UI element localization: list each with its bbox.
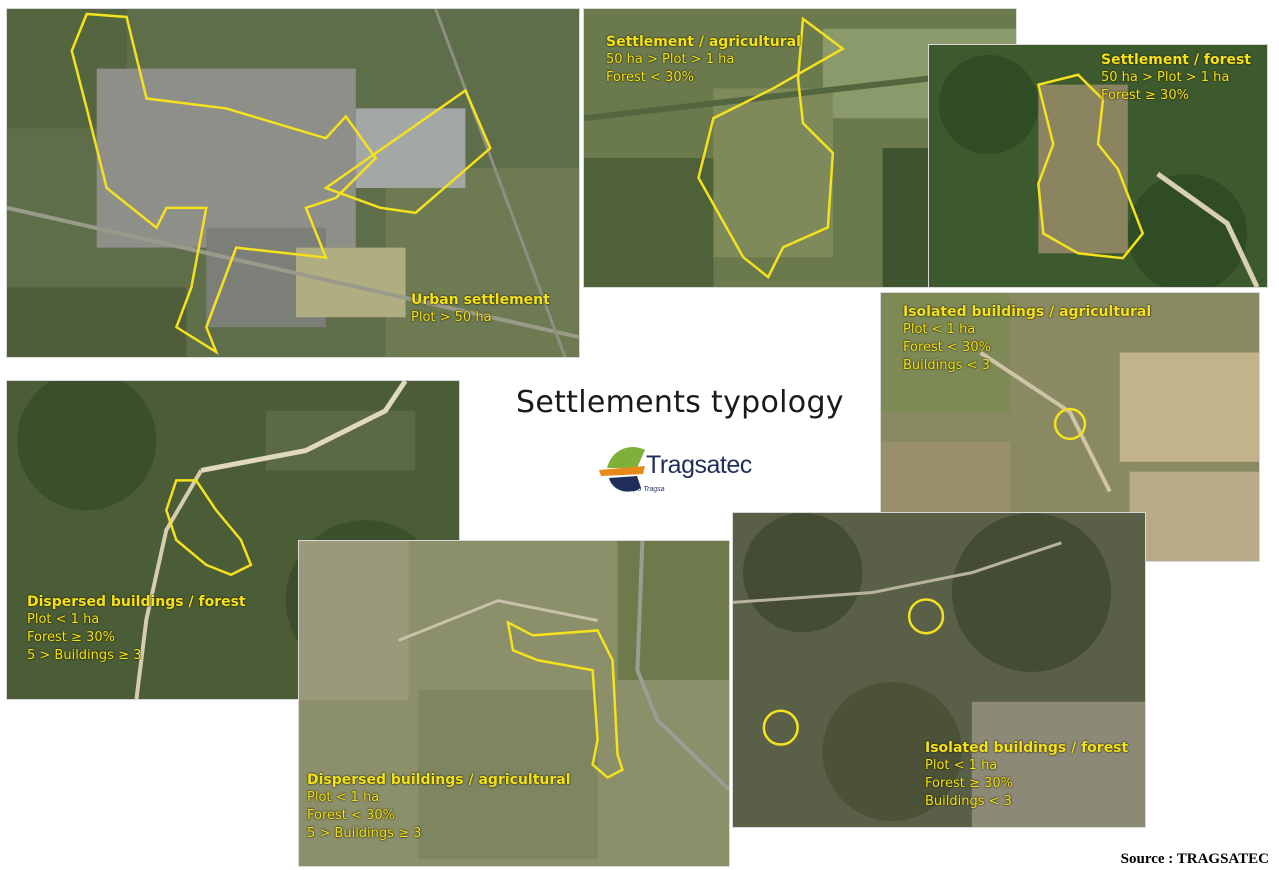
isolated-agricultural-line-3: Buildings < 3 [903,358,990,373]
isolated-forest-line-1: Plot < 1 ha [925,758,998,773]
settlement-forest-aerial-image [929,45,1267,287]
aerial-photo-settlement-forest: Settlement / forest 50 ha > Plot > 1 ha … [928,44,1268,288]
settlement-forest-line-2: Forest ≥ 30% [1101,88,1189,103]
aerial-photo-isolated-forest: Isolated buildings / forest Plot < 1 ha … [732,512,1146,828]
settlement-forest-line-1: 50 ha > Plot > 1 ha [1101,70,1230,85]
dispersed-forest-line-1: Plot < 1 ha [27,612,100,627]
settlement-forest-outline [1036,73,1145,260]
urban-boundary-outline [70,12,378,356]
dispersed-agricultural-title: Dispersed buildings / agricultural [307,772,571,788]
source-credit: Source : TRAGSATEC [1120,851,1269,867]
settlement-agricultural-line-2: Forest < 30% [606,70,694,85]
urban-title: Urban settlement [411,292,550,308]
settlement-agricultural-title: Settlement / agricultural [606,34,801,50]
dispersed-forest-line-3: 5 > Buildings ≥ 3 [27,648,142,663]
tragsatec-logo-icon [599,447,645,492]
aerial-photo-dispersed-agricultural: Dispersed buildings / agricultural Plot … [298,540,730,867]
dispersed-forest-title: Dispersed buildings / forest [27,594,246,610]
aerial-photo-urban-settlement: Urban settlement Plot > 50 ha [6,8,580,358]
urban-aerial-image [7,9,579,357]
urban-settlement-label: Urban settlement Plot > 50 ha [411,291,550,327]
settlement-agricultural-label: Settlement / agricultural 50 ha > Plot >… [606,33,801,87]
isolated-forest-aerial-image [733,513,1145,827]
settlement-forest-label: Settlement / forest 50 ha > Plot > 1 ha … [1101,51,1251,105]
isolated-forest-title: Isolated buildings / forest [925,740,1129,756]
dispersed-agricultural-line-1: Plot < 1 ha [307,790,380,805]
urban-line-1: Plot > 50 ha [411,310,492,325]
settlement-forest-title: Settlement / forest [1101,52,1251,68]
isolated-forest-circle-2 [762,709,799,746]
isolated-forest-line-3: Buildings < 3 [925,794,1012,809]
isolated-agricultural-line-1: Plot < 1 ha [903,322,976,337]
isolated-agricultural-line-2: Forest < 30% [903,340,991,355]
isolated-forest-circle-1 [907,598,945,635]
logo-name: Tragsatec [646,451,752,479]
dispersed-forest-line-2: Forest ≥ 30% [27,630,115,645]
dispersed-agricultural-line-2: Forest < 30% [307,808,395,823]
page-title: Settlements typology [516,385,844,420]
isolated-agricultural-title: Isolated buildings / agricultural [903,304,1152,320]
settlement-agricultural-outline [697,16,846,279]
isolated-agricultural-circle [1053,407,1087,441]
dispersed-agricultural-label: Dispersed buildings / agricultural Plot … [307,771,571,843]
isolated-forest-line-2: Forest ≥ 30% [925,776,1013,791]
dispersed-forest-label: Dispersed buildings / forest Plot < 1 ha… [27,593,246,665]
isolated-agricultural-label: Isolated buildings / agricultural Plot <… [903,303,1151,375]
isolated-forest-label: Isolated buildings / forest Plot < 1 ha … [925,739,1128,811]
dispersed-agricultural-line-3: 5 > Buildings ≥ 3 [307,826,422,841]
dispersed-agricultural-outline [506,620,625,780]
dispersed-forest-outline [164,479,253,577]
dispersed-agricultural-aerial-image [299,541,729,866]
settlement-agricultural-line-1: 50 ha > Plot > 1 ha [606,52,735,67]
logo-subtitle: Grupo Tragsa [622,486,665,493]
